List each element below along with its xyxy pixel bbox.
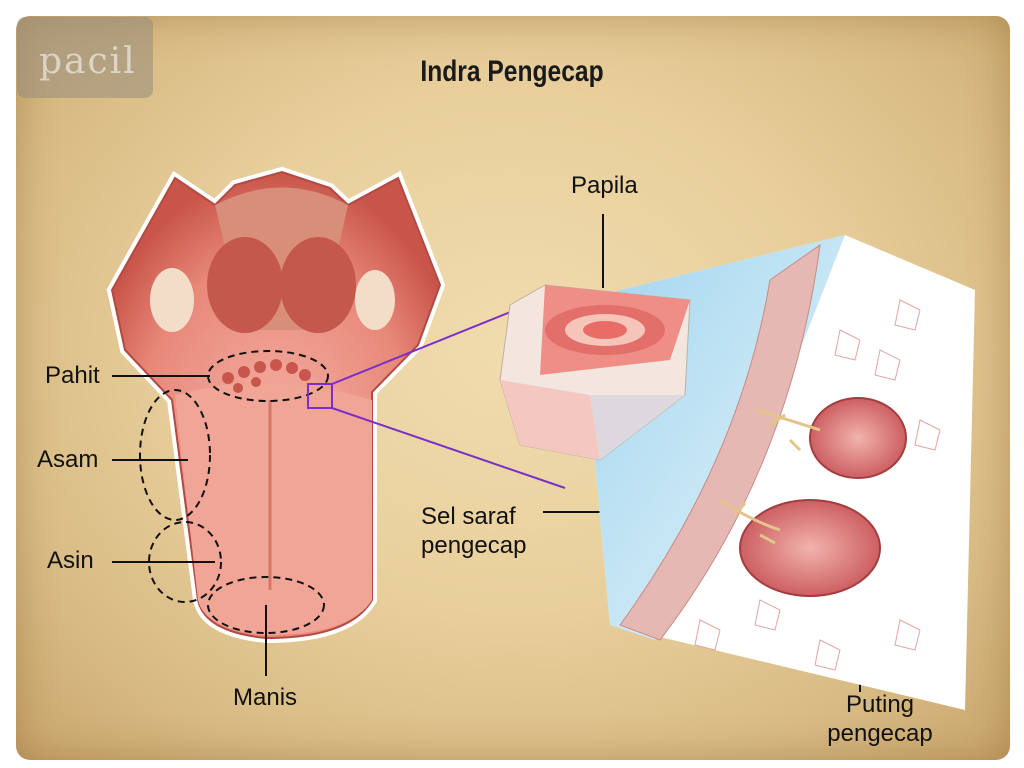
- label-sel-saraf-line1: Sel saraf: [421, 503, 516, 530]
- taste-bud-lower: [739, 499, 881, 597]
- tongue-illustration: [106, 166, 446, 644]
- label-asam: Asam: [37, 446, 99, 473]
- label-papila: Papila: [571, 172, 638, 199]
- region-manis: [207, 576, 325, 634]
- region-asam: [139, 389, 211, 521]
- papilla-block: [499, 284, 691, 461]
- label-puting-line2: pengecap: [827, 720, 933, 747]
- label-manis: Manis: [233, 684, 298, 711]
- taste-bud-upper: [809, 397, 907, 479]
- zoom-box: [307, 383, 333, 409]
- region-asin: [148, 521, 222, 603]
- logo: pacil: [17, 17, 153, 98]
- label-puting-pengecap: Puting pengecap: [820, 690, 940, 748]
- page-title: Indra Pengecap: [420, 55, 604, 88]
- label-asin: Asin: [47, 547, 94, 574]
- label-sel-saraf: Sel saraf pengecap: [421, 502, 526, 560]
- label-pahit: Pahit: [45, 362, 100, 389]
- logo-text: pacil: [39, 41, 137, 82]
- label-sel-saraf-line2: pengecap: [421, 532, 527, 559]
- label-puting-line1: Puting: [845, 691, 915, 718]
